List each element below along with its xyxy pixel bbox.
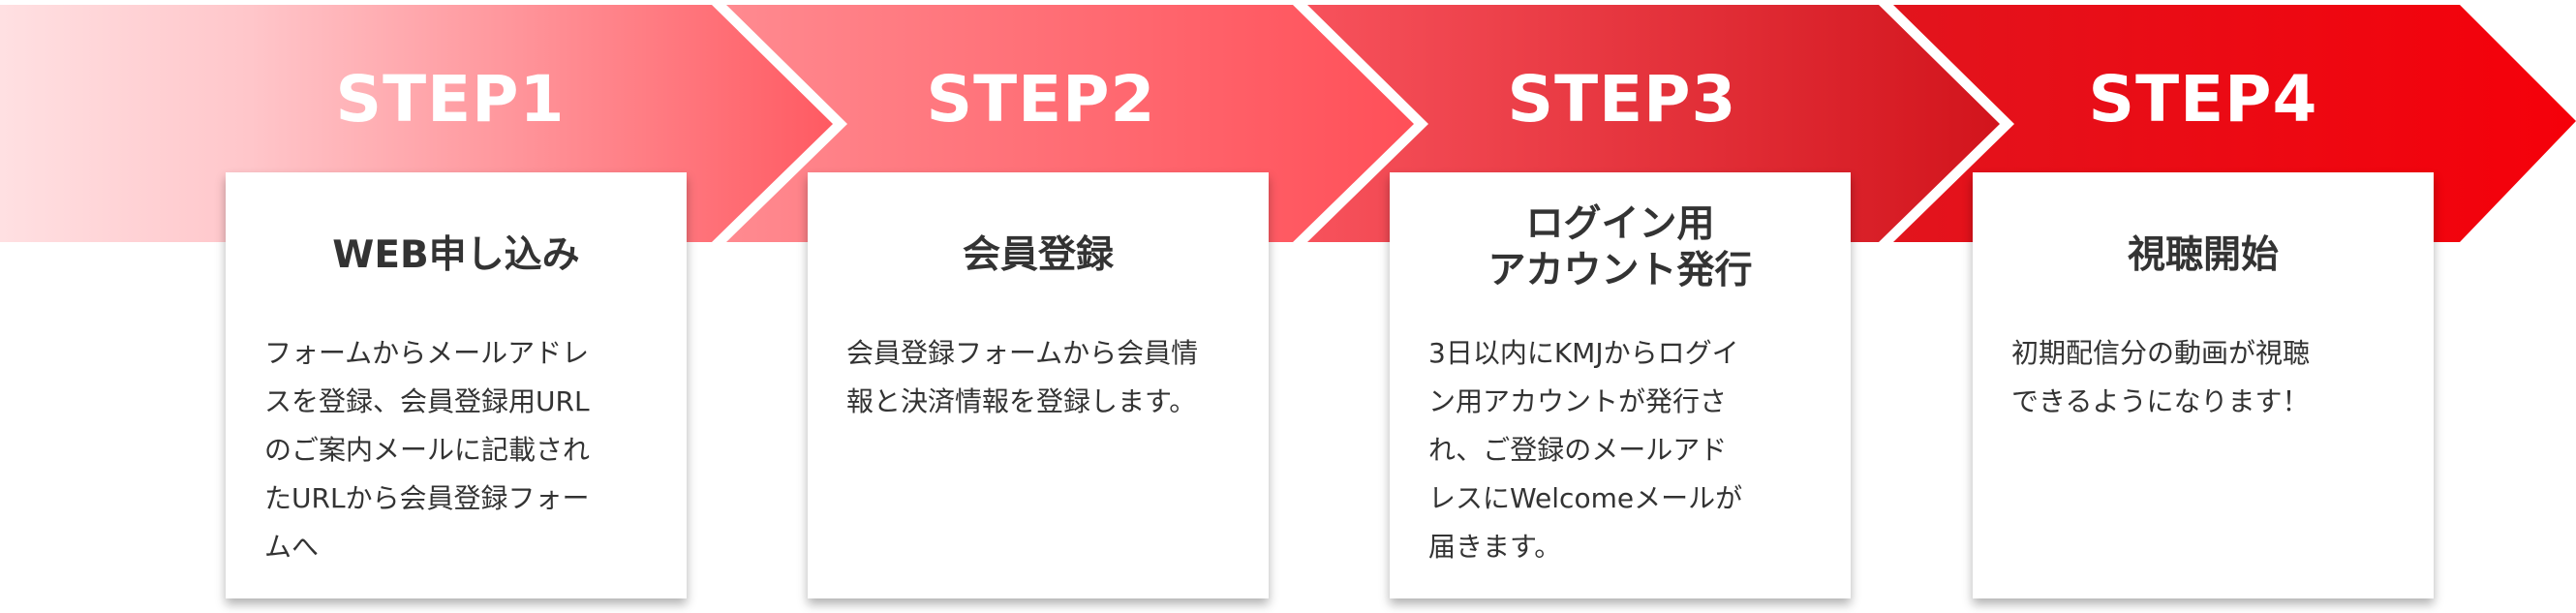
step2-heading: STEP2 bbox=[926, 62, 1156, 137]
step3-title: ログイン用 アカウント発行 bbox=[1487, 202, 1753, 292]
step4-card: 視聴開始 初期配信分の動画が視聴 できるようになります！ bbox=[1973, 172, 2434, 598]
step1-card: WEB申し込み フォームからメールアドレ スを登録、会員登録用URL のご案内メ… bbox=[226, 172, 687, 598]
step4-heading: STEP4 bbox=[2088, 62, 2318, 137]
step4-title: 視聴開始 bbox=[2127, 233, 2279, 277]
step2-title: 会員登録 bbox=[962, 233, 1114, 277]
step2-description: 会員登録フォームから会員情 報と決済情報を登録します。 bbox=[846, 337, 1199, 417]
step3-description: 3日以内にKMJからログイ ン用アカウントが発行さ れ、ご登録のメールアド レス… bbox=[1428, 337, 1743, 563]
step3-card: ログイン用 アカウント発行 3日以内にKMJからログイ ン用アカウントが発行さ … bbox=[1390, 172, 1851, 598]
step4-description: 初期配信分の動画が視聴 できるようになります！ bbox=[2011, 337, 2311, 417]
step1-title: WEB申し込み bbox=[332, 233, 580, 277]
step3-heading: STEP3 bbox=[1507, 62, 1737, 137]
step1-heading: STEP1 bbox=[335, 62, 566, 137]
step1-description: フォームからメールアドレ スを登録、会員登録用URL のご案内メールに記載され … bbox=[264, 337, 591, 563]
step2-card: 会員登録 会員登録フォームから会員情 報と決済情報を登録します。 bbox=[808, 172, 1269, 598]
